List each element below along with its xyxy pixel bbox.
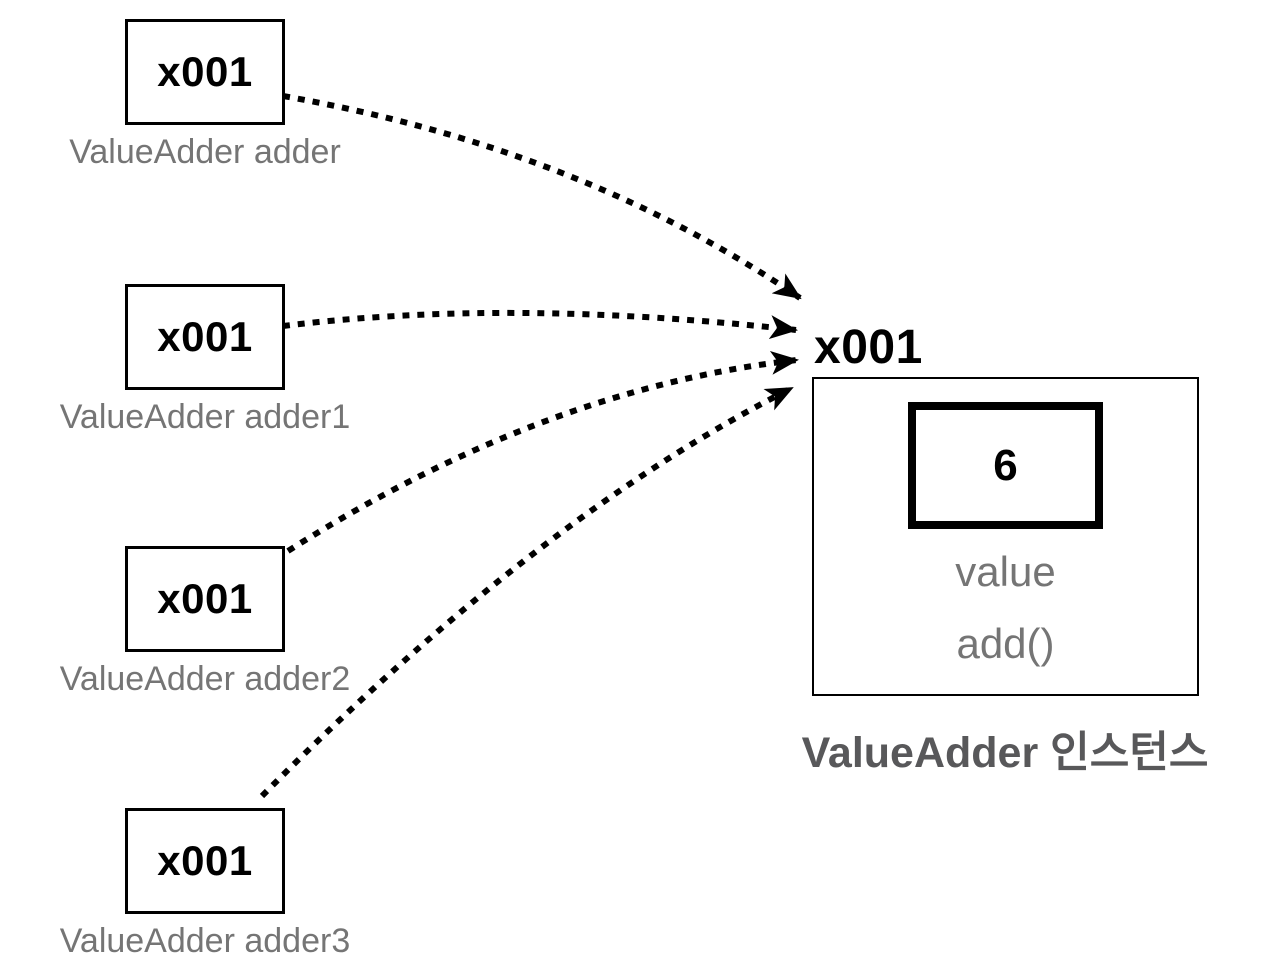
- instance-caption: ValueAdder 인스턴스: [801, 729, 1209, 777]
- reference-label: ValueAdder adder3: [59, 922, 351, 960]
- instance-id: x001: [814, 321, 923, 374]
- reference-adder: x001 ValueAdder adder: [0, 19, 410, 172]
- reference-label: ValueAdder adder1: [59, 398, 351, 436]
- reference-adder2: x001 ValueAdder adder2: [0, 546, 410, 699]
- reference-box: x001: [125, 284, 285, 390]
- reference-box: x001: [125, 19, 285, 125]
- value-field-box: 6: [908, 402, 1103, 529]
- value-number: 6: [993, 440, 1018, 490]
- reference-label: ValueAdder adder2: [59, 660, 351, 698]
- reference-adder1: x001 ValueAdder adder1: [0, 284, 410, 437]
- member-add: add(): [956, 620, 1055, 667]
- reference-label: ValueAdder adder: [69, 133, 341, 171]
- reference-adder3: x001 ValueAdder adder3: [0, 808, 410, 961]
- instance-box: 6 value add(): [812, 377, 1199, 696]
- reference-box: x001: [125, 808, 285, 914]
- reference-box: x001: [125, 546, 285, 652]
- member-value: value: [955, 548, 1056, 595]
